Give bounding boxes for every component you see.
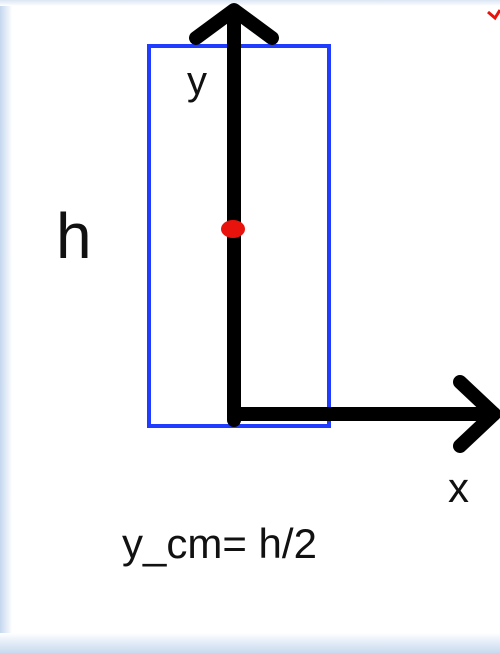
x-axis-arrowhead [453, 375, 500, 453]
left-edge-shading [0, 0, 12, 653]
height-label: h [56, 200, 92, 272]
x-axis-label: x [448, 464, 469, 511]
bottom-edge-shading [0, 633, 500, 653]
y-axis-arrowhead [189, 3, 279, 45]
center-of-mass-dot [221, 220, 245, 238]
y-axis-label: y [187, 59, 207, 103]
red-corner-mark [487, 9, 500, 21]
top-edge-shading [0, 0, 500, 6]
formula-label: y_cm= h/2 [122, 520, 317, 567]
